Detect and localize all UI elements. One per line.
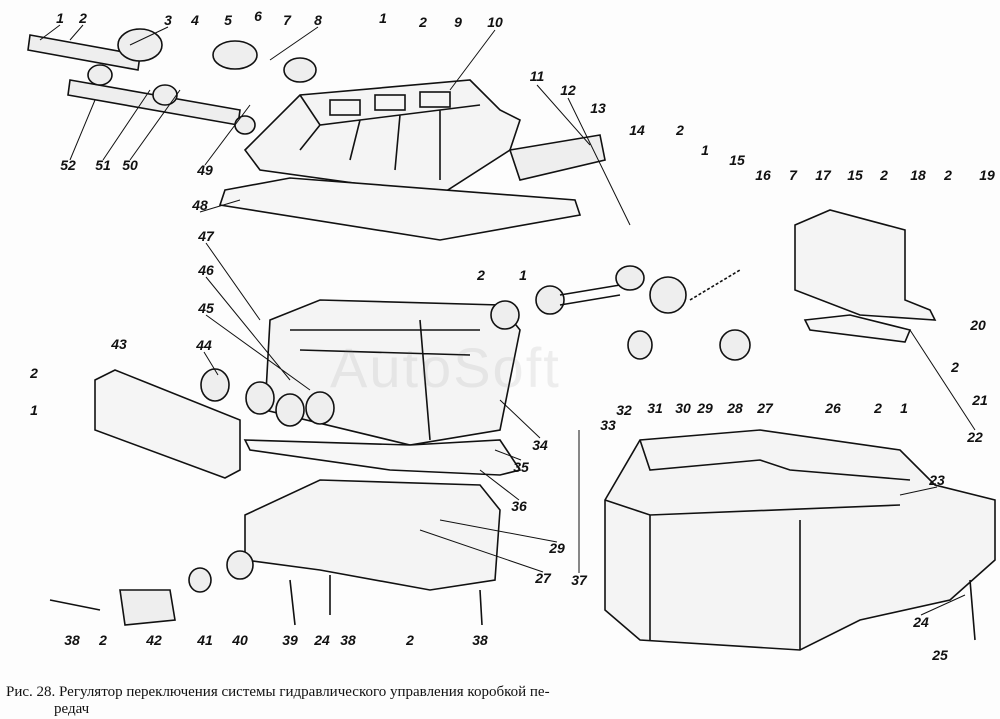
- callout-10: 10: [487, 14, 503, 30]
- callout-2: 2: [419, 14, 427, 30]
- callout-7: 7: [283, 12, 291, 28]
- callout-17: 17: [815, 167, 831, 183]
- callout-44: 44: [196, 337, 212, 353]
- callout-38: 38: [64, 632, 80, 648]
- valve-spools-middle: [490, 265, 751, 361]
- plate-22: [803, 314, 912, 343]
- callout-5: 5: [224, 12, 232, 28]
- callout-22: 22: [967, 429, 983, 445]
- callout-15: 15: [729, 152, 745, 168]
- callout-18: 18: [910, 167, 926, 183]
- callout-2: 2: [406, 632, 414, 648]
- callout-4: 4: [191, 12, 199, 28]
- callout-1: 1: [701, 142, 709, 158]
- callout-2: 2: [477, 267, 485, 283]
- callout-38: 38: [472, 632, 488, 648]
- caption-line-1: Рис. 28. Регулятор переключения системы …: [6, 684, 550, 700]
- valve-spools-top: [27, 28, 317, 135]
- callout-19: 19: [979, 167, 995, 183]
- callout-9: 9: [454, 14, 462, 30]
- callout-49: 49: [197, 162, 213, 178]
- cover-43: [94, 369, 241, 479]
- callout-34: 34: [532, 437, 548, 453]
- callout-1: 1: [30, 402, 38, 418]
- callout-27: 27: [757, 400, 773, 416]
- callout-52: 52: [60, 157, 76, 173]
- callout-39: 39: [282, 632, 298, 648]
- callout-26: 26: [825, 400, 841, 416]
- gasket-48: [218, 177, 582, 241]
- callout-29: 29: [549, 540, 565, 556]
- plugs-44-46: [200, 368, 335, 427]
- callout-42: 42: [146, 632, 162, 648]
- callout-32: 32: [616, 402, 632, 418]
- callout-11: 11: [529, 68, 545, 84]
- callout-30: 30: [675, 400, 691, 416]
- callout-40: 40: [232, 632, 248, 648]
- callout-51: 51: [95, 157, 111, 173]
- callout-24: 24: [913, 614, 929, 630]
- lower-valve-body: [244, 479, 501, 591]
- figure-caption: Рис. 28. Регулятор переключения системы …: [6, 684, 646, 718]
- callout-46: 46: [198, 262, 214, 278]
- callout-12: 12: [560, 82, 576, 98]
- callout-2: 2: [944, 167, 952, 183]
- callout-2: 2: [874, 400, 882, 416]
- callout-16: 16: [755, 167, 771, 183]
- callout-2: 2: [79, 10, 87, 26]
- callout-2: 2: [30, 365, 38, 381]
- callout-21: 21: [972, 392, 988, 408]
- callout-8: 8: [314, 12, 322, 28]
- callout-47: 47: [198, 228, 214, 244]
- callout-1: 1: [519, 267, 527, 283]
- watermark: AutoSoft: [330, 336, 561, 399]
- callout-13: 13: [590, 100, 606, 116]
- callout-50: 50: [122, 157, 138, 173]
- callout-6: 6: [254, 8, 262, 24]
- callout-1: 1: [379, 10, 387, 26]
- side-plate: [794, 209, 937, 321]
- parts-38-42: [49, 550, 483, 626]
- caption-line-2: редач: [54, 701, 90, 717]
- callout-25: 25: [932, 647, 948, 663]
- upper-valve-body: [243, 79, 606, 196]
- callout-2: 2: [99, 632, 107, 648]
- callout-23: 23: [929, 472, 945, 488]
- callout-33: 33: [600, 417, 616, 433]
- leader-lines: [39, 24, 976, 616]
- callout-1: 1: [56, 10, 64, 26]
- callout-2: 2: [951, 359, 959, 375]
- callout-37: 37: [571, 572, 587, 588]
- callout-35: 35: [513, 459, 529, 475]
- callout-24: 24: [314, 632, 330, 648]
- callout-3: 3: [164, 12, 172, 28]
- callout-27: 27: [535, 570, 551, 586]
- assembled-regulator: [604, 429, 996, 651]
- callout-48: 48: [192, 197, 208, 213]
- callout-28: 28: [727, 400, 743, 416]
- callout-2: 2: [880, 167, 888, 183]
- callout-29: 29: [697, 400, 713, 416]
- callout-45: 45: [198, 300, 214, 316]
- callout-38: 38: [340, 632, 356, 648]
- callout-14: 14: [629, 122, 645, 138]
- callout-31: 31: [647, 400, 663, 416]
- callout-36: 36: [511, 498, 527, 514]
- callout-2: 2: [676, 122, 684, 138]
- callout-43: 43: [111, 336, 127, 352]
- callout-41: 41: [197, 632, 213, 648]
- callout-15: 15: [847, 167, 863, 183]
- callout-20: 20: [970, 317, 986, 333]
- callout-1: 1: [900, 400, 908, 416]
- callout-7: 7: [789, 167, 797, 183]
